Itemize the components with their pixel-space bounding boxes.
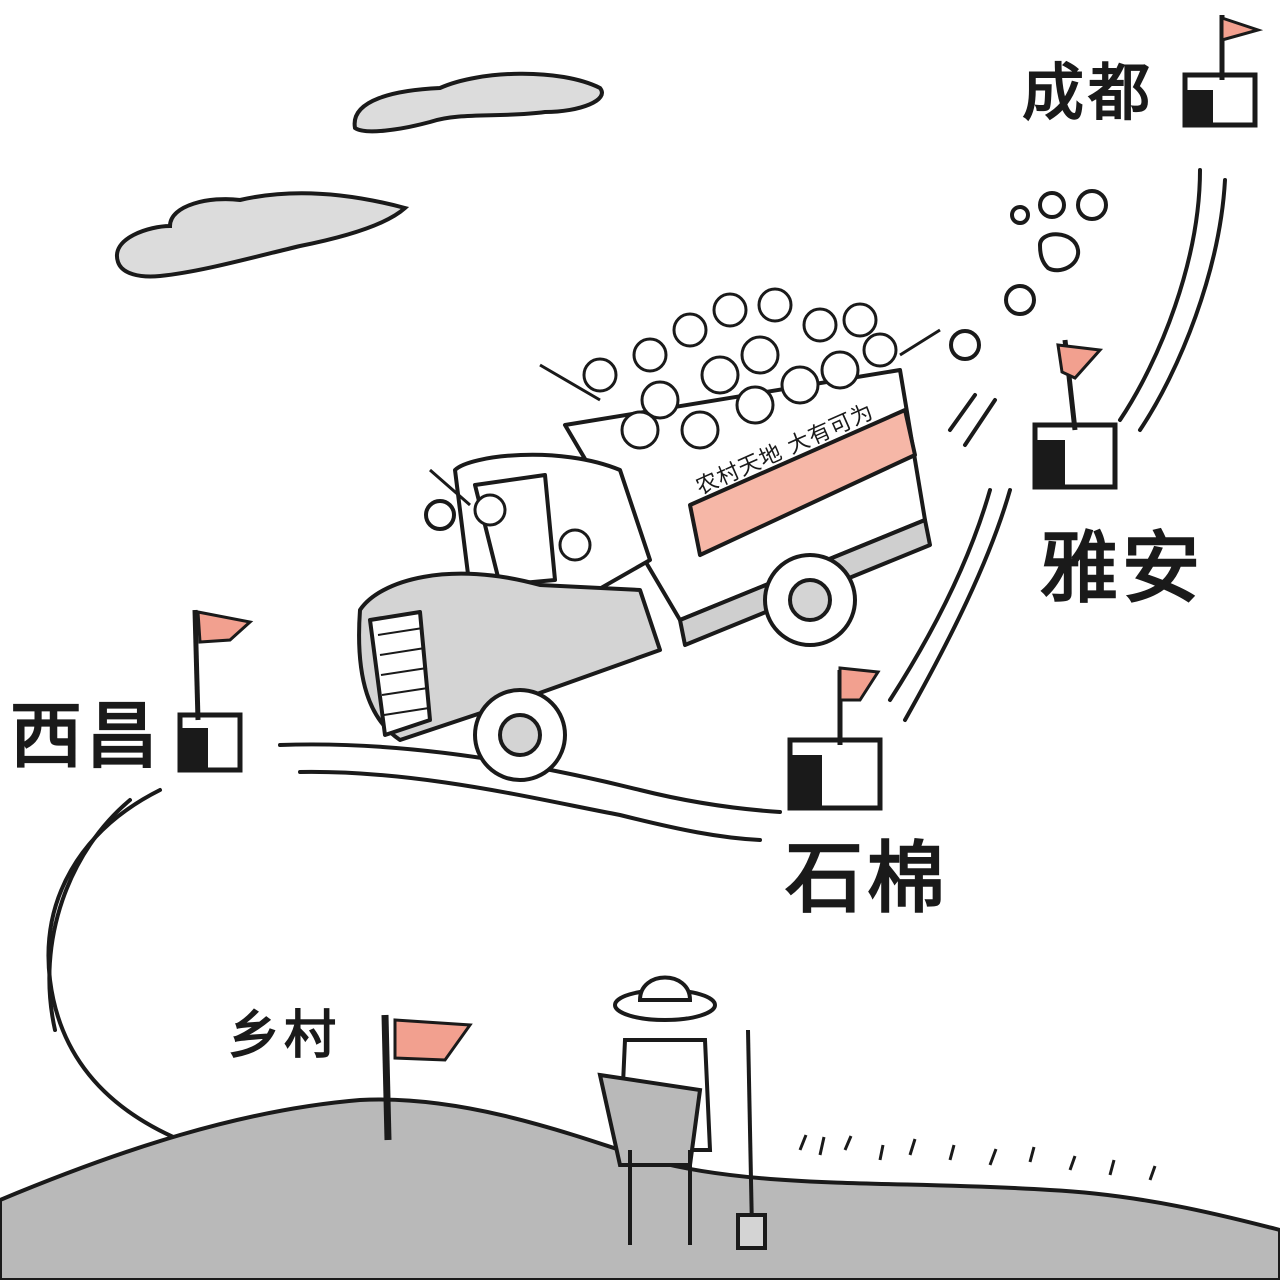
place-label-xiangcun: 乡村 <box>228 1006 341 1066</box>
flag-chengdu <box>1182 15 1264 128</box>
place-label-xichang: 西昌 <box>10 694 163 778</box>
exhaust-puffs <box>949 189 1108 361</box>
farmer <box>597 975 767 1250</box>
cloud-left <box>114 191 410 279</box>
flag-xichang <box>177 609 254 773</box>
crowd <box>429 287 941 562</box>
road-lines <box>46 168 1227 1142</box>
cloud-top <box>352 71 604 134</box>
grass <box>798 1134 1157 1181</box>
banner <box>688 408 917 557</box>
speed-lines <box>948 393 997 447</box>
place-label-shimian: 石棉 <box>785 834 950 924</box>
flag-yaan <box>1032 339 1118 490</box>
place-label-yaan: 雅安 <box>1040 524 1205 614</box>
place-label-chengdu: 成都 <box>1022 56 1155 129</box>
flag-shimian <box>787 666 883 811</box>
flag-xiangcun <box>381 1014 473 1141</box>
